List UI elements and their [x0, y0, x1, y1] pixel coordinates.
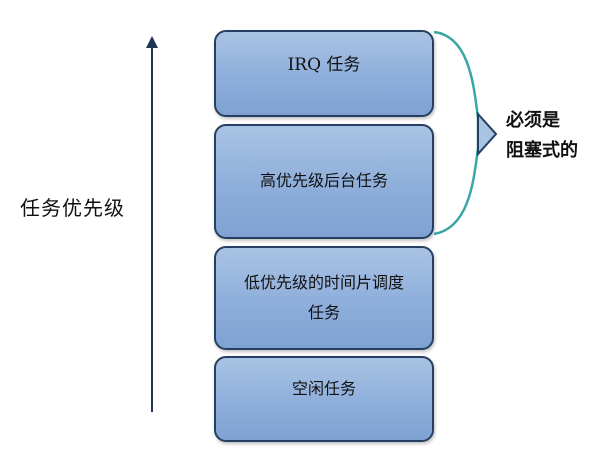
task-box-idle: 空闲任务	[214, 356, 434, 442]
task-box-irq: IRQ 任务	[214, 30, 434, 117]
brace-arrow-shape	[477, 111, 498, 157]
brace-connector	[433, 30, 498, 236]
priority-axis-label: 任务优先级	[20, 196, 125, 220]
brace-note: 必须是 阻塞式的	[506, 106, 578, 166]
task-label-irq: IRQ 任务	[287, 55, 361, 75]
brace-curve	[433, 30, 480, 236]
priority-arrow-shaft	[151, 46, 153, 412]
brace-note-line2: 阻塞式的	[506, 140, 578, 161]
task-label-idle: 空闲任务	[291, 379, 356, 398]
task-box-high-priority: 高优先级后台任务	[214, 124, 434, 239]
task-label-high-priority: 高优先级后台任务	[259, 171, 388, 191]
task-label-low-priority: 低优先级的时间片调度任务	[243, 272, 404, 322]
priority-arrow-head	[146, 36, 158, 48]
brace-note-line1: 必须是	[506, 110, 560, 131]
task-box-low-priority: 低优先级的时间片调度任务	[214, 246, 434, 350]
